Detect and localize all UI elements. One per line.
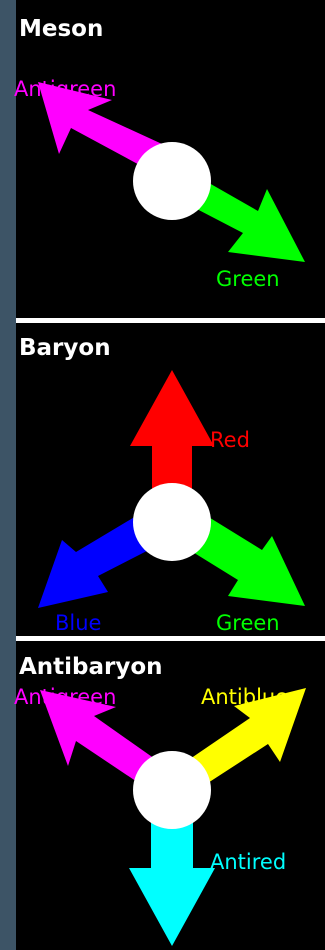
divider [16, 636, 325, 641]
label-antired: Antired [210, 850, 286, 874]
label-antiblue: Antiblue [201, 685, 288, 709]
panel-title-baryon: Baryon [19, 335, 111, 361]
label-antigreen: Antigreen [14, 77, 116, 101]
label-blue: Blue [55, 611, 101, 635]
label-green: Green [216, 267, 280, 291]
label-antigreen: Antigreen [14, 685, 116, 709]
antibaryon-center-circle [133, 751, 211, 829]
label-green: Green [216, 611, 280, 635]
divider [16, 318, 325, 323]
panel-title-meson: Meson [19, 16, 103, 42]
label-red: Red [210, 428, 250, 452]
meson-center-circle [133, 142, 211, 220]
baryon-center-circle [133, 483, 211, 561]
panel-title-antibaryon: Antibaryon [19, 654, 163, 680]
